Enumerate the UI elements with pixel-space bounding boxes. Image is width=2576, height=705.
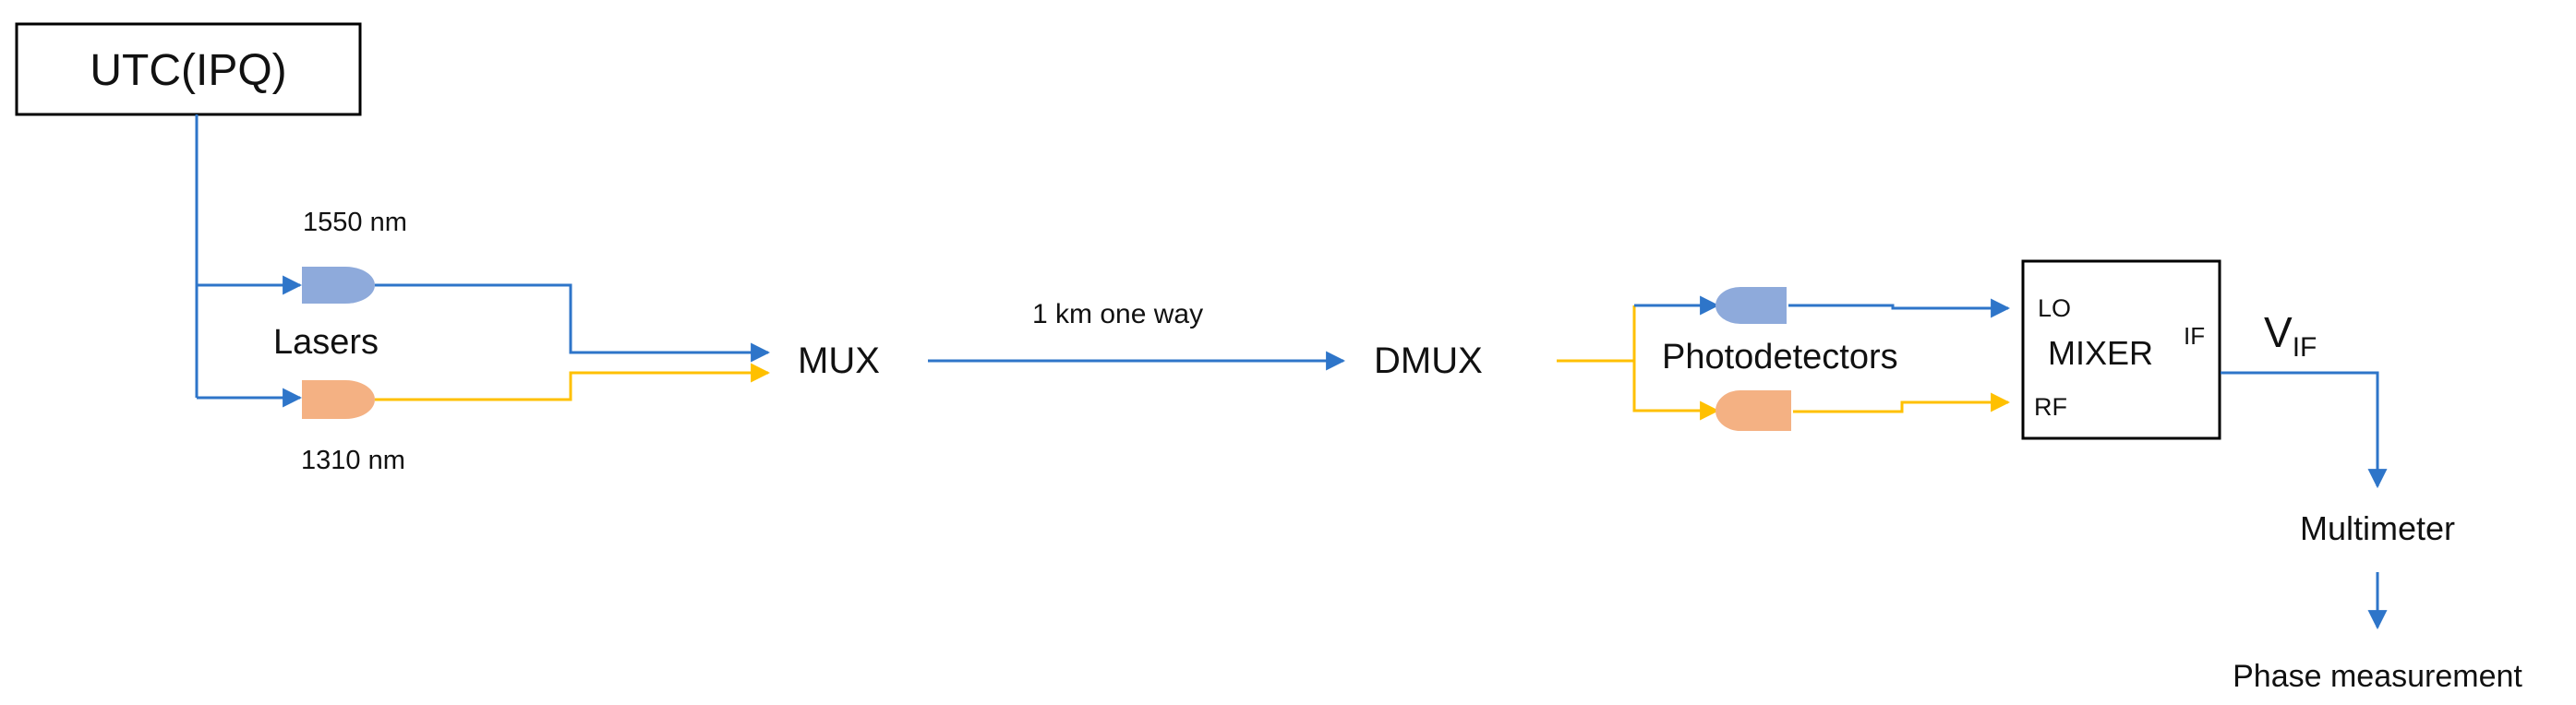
photodetectors-label: Photodetectors [1662,338,1898,376]
pd-orange-icon [1715,390,1791,431]
mixer-if-label: IF [2184,322,2205,350]
mixer-to-multimeter-line [2221,371,2388,489]
dmux-trunk-line [1557,305,1636,363]
pd-blue-icon [1715,287,1787,324]
pd-orange-to-rf-line [1793,392,2011,413]
utc-label: UTC(IPQ) [90,46,286,95]
laser-1550-to-mux-line [375,283,771,363]
mixer-box [2021,259,2221,440]
laser-1550-icon [302,267,375,304]
utc-box [15,22,362,116]
pd-blue-to-lo-line [1788,298,2011,318]
dmux-to-pd-orange-line [1632,361,1720,421]
dmux-label: DMUX [1374,341,1483,381]
link-label: 1 km one way [1032,299,1203,329]
lasers-label: Lasers [273,323,379,362]
laser-1310-to-mux-line [375,363,771,401]
mux-label: MUX [798,341,880,381]
laser-1310-icon [302,380,375,419]
vif-label: VIF [2264,308,2317,363]
multimeter-label: Multimeter [2300,509,2455,547]
vif-subscript: IF [2293,332,2317,363]
mixer-label: MIXER [2048,334,2153,372]
mixer-rf-label: RF [2034,393,2067,421]
laser-1550-label: 1550 nm [303,208,407,237]
mixer-lo-label: LO [2038,294,2071,322]
phase-measurement-label: Phase measurement [2233,659,2522,694]
laser-1310-label: 1310 nm [301,446,405,475]
